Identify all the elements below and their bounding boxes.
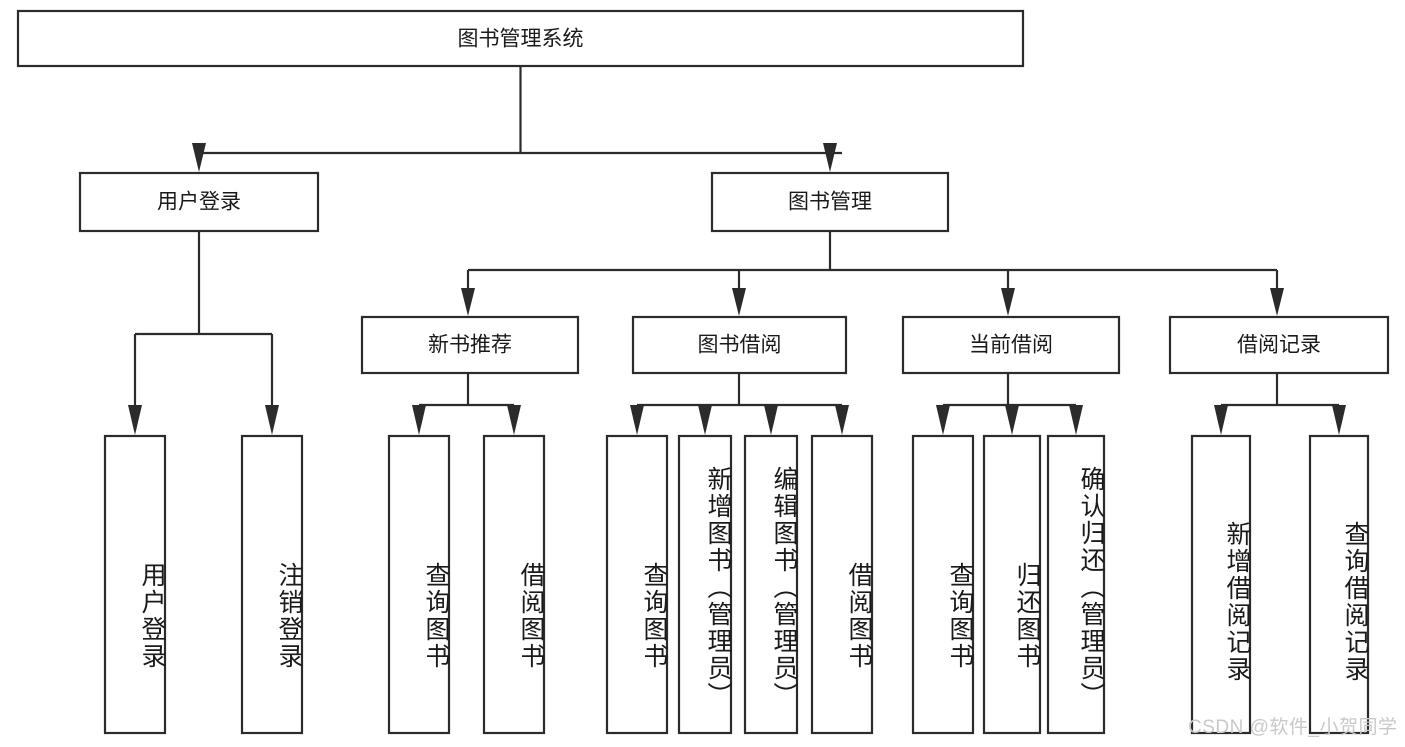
node-book-management-box[interactable] [710, 171, 950, 233]
leaf-box-borrow-book-1[interactable] [482, 434, 546, 735]
node-book-management[interactable]: 图书管理 [710, 171, 950, 233]
arrowhead-book-mgmt [823, 143, 837, 172]
leaf-box-query-book-2[interactable] [605, 434, 669, 735]
node-borrow-record-label: 借阅记录 [1237, 334, 1321, 357]
node-new-book-recommend-box[interactable] [360, 315, 580, 375]
node-user-login[interactable]: 用户登录 [78, 171, 320, 233]
arrowhead-br-query [1332, 405, 1346, 435]
leaf-box-edit-book-admin[interactable] [743, 434, 799, 735]
watermark-text: CSDN @软件_小贺同学 [1188, 717, 1398, 738]
node-new-book-recommend-label: 新书推荐 [428, 334, 512, 357]
leaf-box-query-borrow-rec[interactable] [1308, 434, 1370, 735]
leaf-box-query-book-1[interactable] [387, 434, 451, 735]
arrowhead-user-login [192, 143, 206, 172]
arrowhead-newbook-query [412, 405, 426, 435]
node-book-borrow-box[interactable] [631, 315, 848, 375]
node-borrow-record-box[interactable] [1168, 315, 1390, 375]
node-new-book-recommend[interactable]: 新书推荐 [360, 315, 580, 375]
arrowhead-leaf-logout [265, 405, 279, 435]
arrowhead-current-borrow [1001, 288, 1015, 316]
arrowhead-leaf-user-login [128, 405, 142, 435]
arrowhead-cb-confirm [1069, 405, 1083, 435]
arrowhead-bb-edit [764, 405, 778, 435]
arrowhead-br-add [1214, 405, 1228, 435]
arrowhead-cb-return [1005, 405, 1019, 435]
node-user-login-box[interactable] [78, 171, 320, 233]
node-current-borrow-label: 当前借阅 [969, 334, 1053, 357]
node-root[interactable]: 图书管理系统 [16, 9, 1025, 68]
leaf-boxes-layer [103, 434, 1370, 735]
node-book-borrow-label: 图书借阅 [698, 334, 782, 357]
arrowhead-newbook-borrow [507, 405, 521, 435]
leaf-box-add-book-admin[interactable] [677, 434, 733, 735]
arrowhead-bb-borrow [835, 405, 849, 435]
arrowhead-bb-query [630, 405, 644, 435]
node-current-borrow[interactable]: 当前借阅 [901, 315, 1121, 375]
node-user-login-label: 用户登录 [157, 191, 241, 214]
leaf-box-return-book[interactable] [982, 434, 1042, 735]
leaf-box-confirm-return[interactable] [1046, 434, 1106, 735]
arrowhead-bb-add [698, 405, 712, 435]
node-book-borrow[interactable]: 图书借阅 [631, 315, 848, 375]
node-root-box[interactable] [16, 9, 1025, 68]
edges-layer [128, 66, 1346, 435]
node-borrow-record[interactable]: 借阅记录 [1168, 315, 1390, 375]
leaf-box-user-login[interactable] [103, 434, 167, 735]
node-book-management-label: 图书管理 [788, 191, 872, 214]
arrowhead-cb-query [936, 405, 950, 435]
arrowhead-borrow-record [1270, 288, 1284, 316]
leaf-box-add-borrow-rec[interactable] [1190, 434, 1252, 735]
leaf-box-borrow-book-2[interactable] [810, 434, 874, 735]
arrowhead-new-book-rec [461, 288, 475, 316]
arrowhead-book-borrow [732, 288, 746, 316]
leaf-box-logout[interactable] [240, 434, 304, 735]
node-current-borrow-box[interactable] [901, 315, 1121, 375]
node-root-label: 图书管理系统 [458, 28, 584, 51]
leaf-box-query-book-3[interactable] [911, 434, 975, 735]
